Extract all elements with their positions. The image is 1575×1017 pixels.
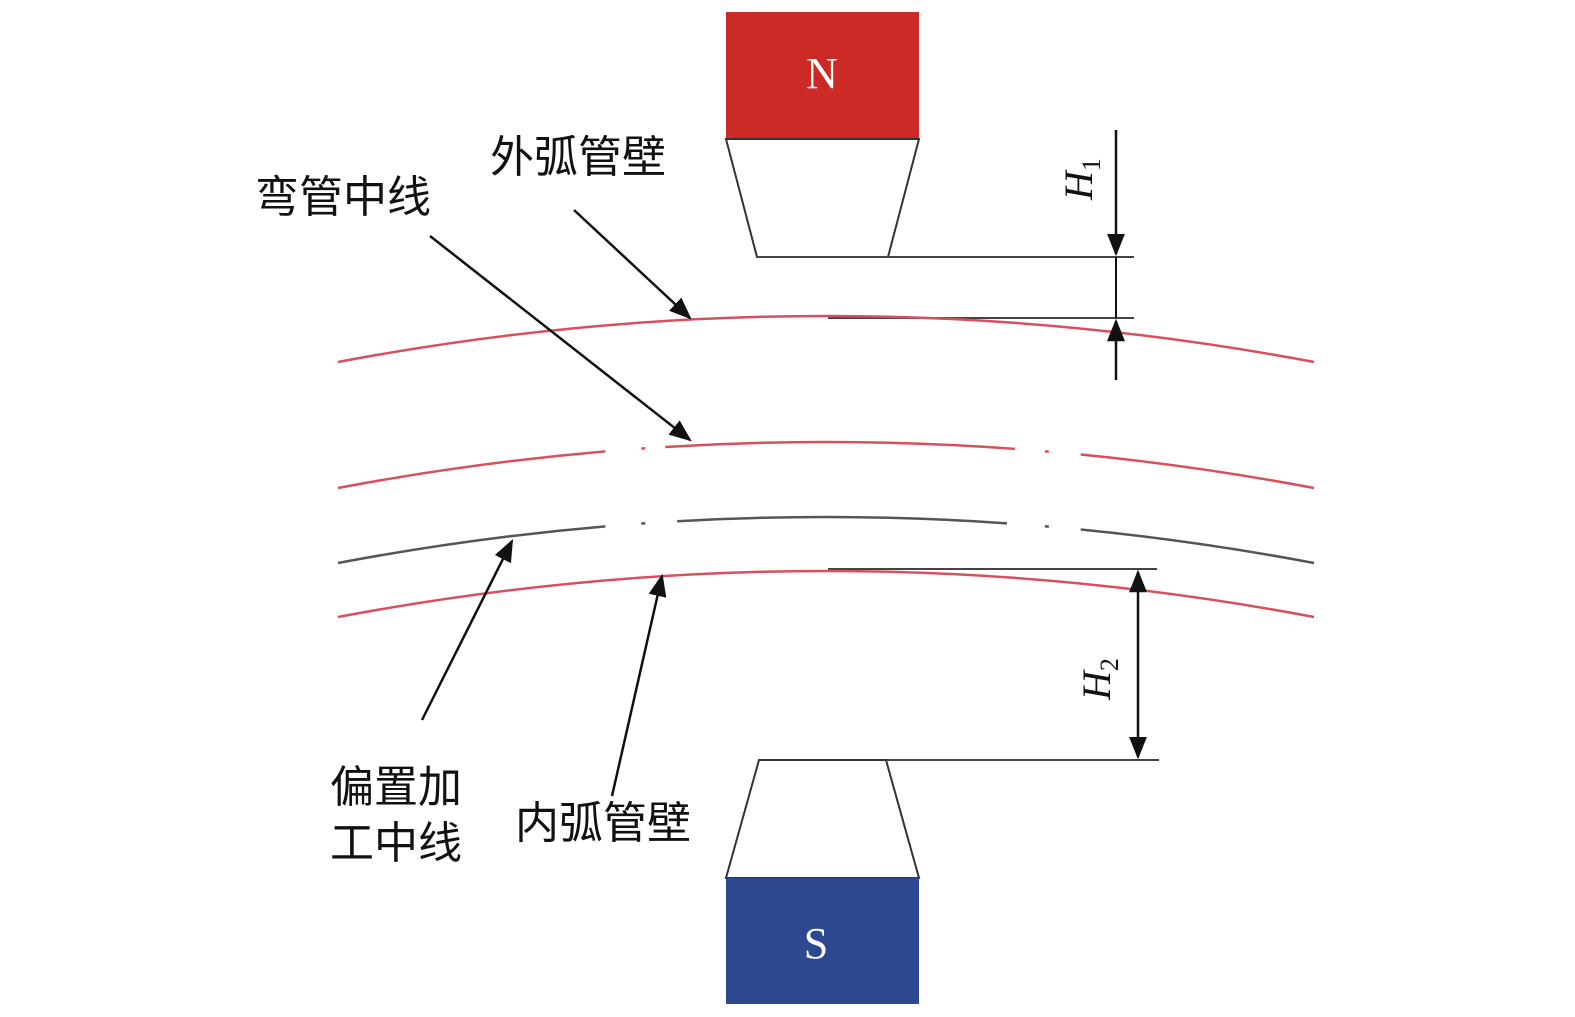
h1-dimension: H1 <box>1056 130 1125 380</box>
north-pole-label: N <box>806 49 838 98</box>
h2-dimension: H2 <box>1074 569 1147 760</box>
offset-centerline-leader <box>420 538 514 721</box>
offset-centerline-arc <box>337 515 1315 565</box>
south-pole-tip <box>724 759 921 879</box>
outer-wall-arc <box>337 314 1315 364</box>
bend-centerline-label: 弯管中线 <box>255 172 431 223</box>
h2-symbol: H <box>1074 669 1119 701</box>
south-pole-label: S <box>804 919 828 968</box>
h2-label: H2 <box>1074 658 1124 701</box>
bend-centerline-arc <box>337 440 1315 490</box>
h1-label: H1 <box>1056 158 1106 201</box>
offset-centerline-label-line1: 偏置加 <box>330 762 462 813</box>
inner-wall-label: 内弧管壁 <box>515 798 691 849</box>
bend-centerline-leader <box>429 235 692 442</box>
outer-wall-leader <box>573 209 692 320</box>
inner-wall-arc <box>337 569 1315 619</box>
north-pole-block <box>726 12 919 139</box>
h1-symbol: H <box>1056 169 1101 201</box>
outer-wall-label: 外弧管壁 <box>490 132 666 183</box>
inner-wall-leader <box>610 573 667 797</box>
h1-subscript: 1 <box>1077 158 1106 171</box>
north-magnet: N <box>724 12 921 258</box>
offset-centerline-label-line2: 工中线 <box>330 818 462 869</box>
south-magnet: S <box>724 759 921 1004</box>
h2-subscript: 2 <box>1095 658 1124 671</box>
north-pole-tip <box>724 138 921 258</box>
south-pole-block <box>726 878 919 1004</box>
